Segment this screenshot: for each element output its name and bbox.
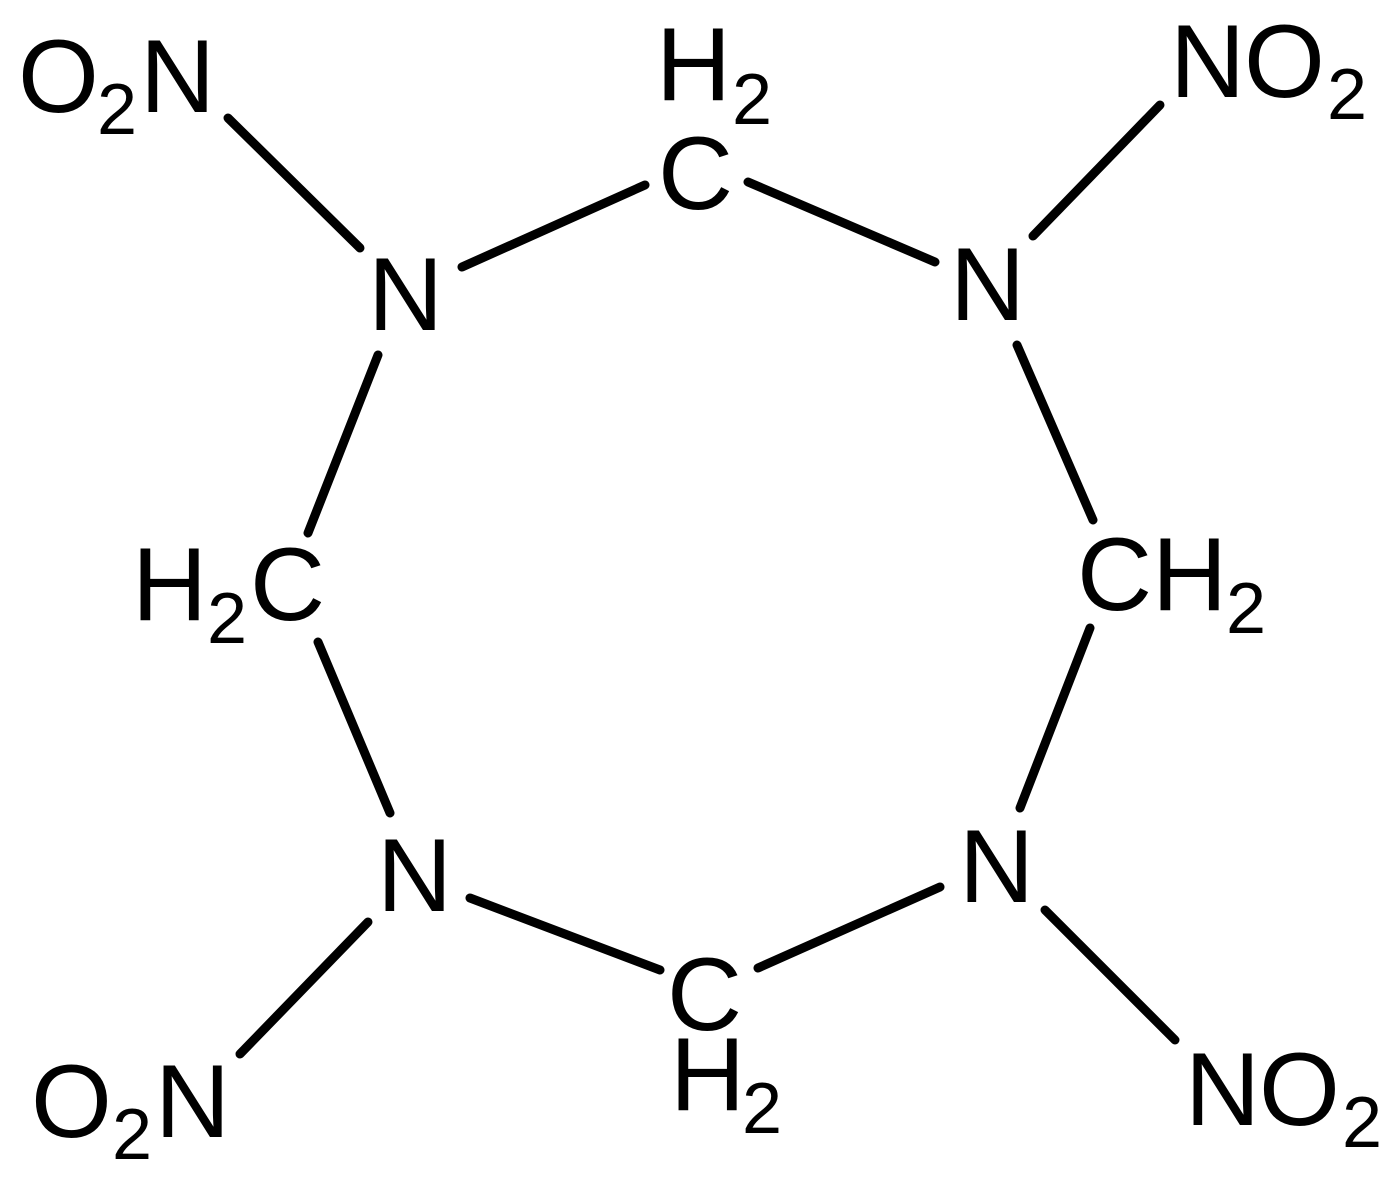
methylene-left: H 2 C: [132, 527, 325, 659]
nitro-group-bottom-right: N O 2: [1185, 1032, 1382, 1163]
atom-oxygen: O: [1259, 1032, 1340, 1148]
atom-carbon: C: [250, 527, 325, 643]
bond-no2-bottomleft: [235, 917, 373, 1059]
bond-nul-cleft: [303, 350, 383, 538]
bond-cleft-nll: [313, 637, 395, 818]
subscript-count: 2: [207, 579, 247, 659]
atom-hydrogen: H: [670, 1017, 745, 1133]
atom-nitrogen: N: [1170, 4, 1245, 120]
bond-no2-topright: [1028, 100, 1165, 241]
bond-nur-cright: [1012, 340, 1098, 525]
bond-cright-nlr: [1015, 623, 1095, 813]
atom-oxygen: O: [18, 19, 99, 135]
ring-nitrogen-lower-right: N: [959, 809, 1034, 925]
subscript-count: 2: [742, 1069, 782, 1149]
methylene-top: H 2 C: [656, 7, 772, 232]
atom-nitrogen: N: [1185, 1032, 1260, 1148]
bond-no2-topleft: [223, 113, 365, 253]
bonds: [223, 100, 1180, 1059]
atom-nitrogen: N: [140, 19, 215, 135]
nitro-group-top-left: O 2 N: [18, 19, 215, 150]
nitro-group-bottom-left: O 2 N: [31, 1044, 230, 1175]
subscript-count: 2: [732, 60, 772, 140]
atom-oxygen: O: [31, 1044, 112, 1160]
ring-nitrogen-upper-left: N: [368, 237, 443, 353]
methylene-right: C H 2: [1077, 517, 1266, 649]
subscript-count: 2: [1226, 569, 1266, 649]
atom-carbon: C: [1077, 517, 1152, 633]
atom-oxygen: O: [1244, 4, 1325, 120]
subscript-count: 2: [112, 1095, 152, 1175]
atom-carbon: C: [667, 937, 742, 1053]
subscript-count: 2: [97, 70, 137, 150]
atom-hydrogen: H: [656, 7, 731, 123]
subscript-count: 2: [1342, 1083, 1382, 1163]
nitro-group-top-right: N O 2: [1170, 4, 1367, 135]
ring-nitrogen-lower-left: N: [377, 818, 452, 934]
ring-nitrogen-upper-right: N: [950, 227, 1025, 343]
bond-nll-cbottom: [465, 893, 665, 975]
methylene-bottom: C H 2: [667, 937, 782, 1149]
bond-nul-ctop: [457, 180, 650, 272]
bond-cbottom-nlr: [753, 882, 945, 973]
bond-no2-bottomright: [1040, 905, 1180, 1045]
bond-ctop-nur: [743, 177, 940, 267]
subscript-count: 2: [1327, 55, 1367, 135]
atom-carbon: C: [658, 116, 733, 232]
atom-nitrogen: N: [155, 1044, 230, 1160]
atom-hydrogen: H: [1152, 517, 1227, 633]
atom-hydrogen: H: [132, 527, 207, 643]
